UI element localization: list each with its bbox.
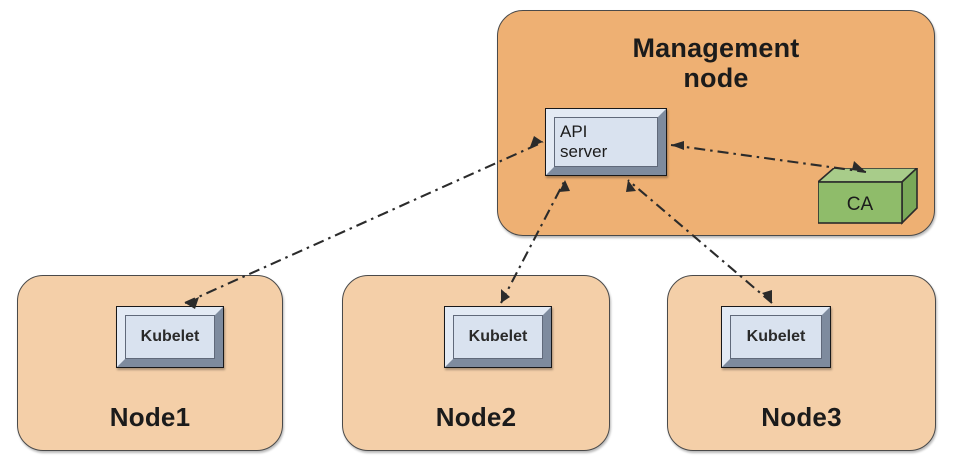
node-label-3: Node3 <box>761 401 842 432</box>
kubelet-2-bevel-face <box>445 307 551 367</box>
kubelet-1-bevel-face <box>117 307 223 367</box>
ca-label: CA <box>846 194 874 215</box>
kubelet-label-1: Kubelet <box>140 327 200 345</box>
kubelet-label-3: Kubelet <box>746 327 806 345</box>
kubelet-box-2[interactable]: Kubelet <box>444 306 552 368</box>
kubelet-label-2: Kubelet <box>468 327 528 345</box>
api-server-label: API server <box>560 122 608 161</box>
ca-box[interactable]: CA <box>815 166 920 226</box>
ca-top-face <box>815 167 920 183</box>
kubelet-box-1[interactable]: Kubelet <box>116 306 224 368</box>
kubelet-3-bevel-face <box>722 307 830 367</box>
node-label-2: Node2 <box>435 401 517 432</box>
node-label-1: Node1 <box>109 401 191 432</box>
ca-front-face <box>817 181 903 224</box>
kubelet-box-3[interactable]: Kubelet <box>721 306 831 368</box>
api-server-bevel-face <box>546 109 666 175</box>
management-node-label: Management node <box>632 33 800 94</box>
api-server-box[interactable]: API server <box>545 108 667 176</box>
